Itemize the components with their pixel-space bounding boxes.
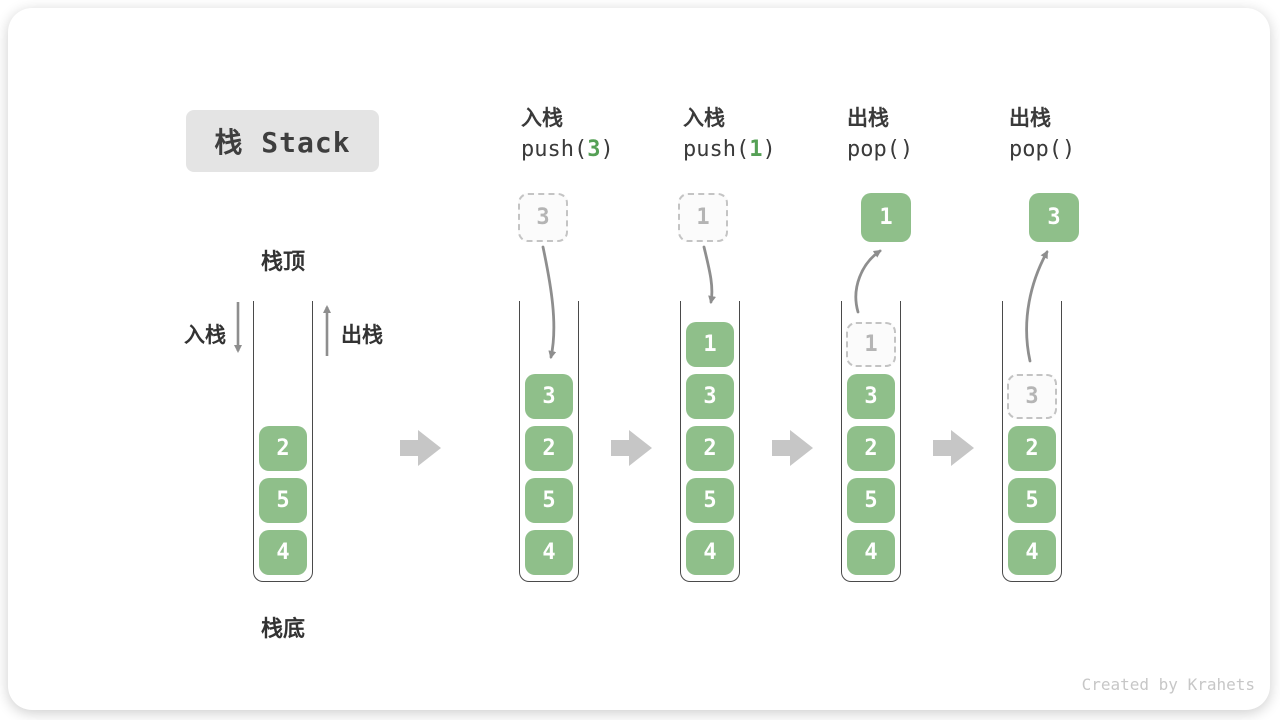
- title-text: 栈 Stack: [214, 126, 351, 159]
- stack-cell: 2: [525, 426, 573, 471]
- stack-state-after-push-1: 1 3 2 5 4: [680, 301, 740, 582]
- stack-cell: 3: [525, 374, 573, 419]
- popped-element-box: 1: [861, 193, 911, 242]
- stack-state-initial: 2 5 4: [253, 301, 313, 582]
- watermark: Created by Krahets: [1081, 675, 1255, 694]
- stack-cell: 4: [686, 530, 734, 575]
- operation-code: pop(): [1009, 133, 1159, 167]
- code-prefix: pop(: [847, 137, 900, 162]
- stack-cell: 2: [847, 426, 895, 471]
- operation-pop-1: 出栈 pop(): [847, 103, 997, 167]
- label-pop-side: 出栈: [341, 323, 383, 347]
- code-suffix: ): [762, 137, 776, 162]
- operation-pop-3: 出栈 pop(): [1009, 103, 1159, 167]
- stack-cell: 2: [686, 426, 734, 471]
- stack-state-after-pop-1: 1 3 2 5 4: [841, 301, 901, 582]
- operation-code: push(3): [521, 133, 671, 167]
- stack-state-after-pop-3: 3 2 5 4: [1002, 301, 1062, 582]
- operation-cn-label: 入栈: [683, 106, 725, 130]
- code-suffix: ): [600, 137, 614, 162]
- code-prefix: push(: [683, 137, 750, 162]
- stack-cell-ghost: 1: [846, 322, 896, 367]
- stack-cell: 5: [1008, 478, 1056, 523]
- stack-cell: 1: [686, 322, 734, 367]
- stack-cell: 3: [847, 374, 895, 419]
- operation-cn-label: 出栈: [1009, 106, 1051, 130]
- code-arg: 3: [587, 137, 601, 162]
- operation-code: push(1): [683, 133, 833, 167]
- code-prefix: pop(: [1009, 137, 1062, 162]
- operation-code: pop(): [847, 133, 997, 167]
- stack-cell: 5: [686, 478, 734, 523]
- operation-push-1: 入栈 push(1): [683, 103, 833, 167]
- incoming-element-box: 3: [518, 193, 568, 242]
- stack-cell: 5: [525, 478, 573, 523]
- stack-cell: 2: [259, 426, 307, 471]
- stack-cell: 4: [847, 530, 895, 575]
- popped-element-box: 3: [1029, 193, 1079, 242]
- operation-cn-label: 入栈: [521, 106, 563, 130]
- stack-cell: 4: [259, 530, 307, 575]
- incoming-element-box: 1: [678, 193, 728, 242]
- stack-cell: 4: [525, 530, 573, 575]
- label-push-side: 入栈: [184, 323, 226, 347]
- stack-cell: 5: [847, 478, 895, 523]
- code-suffix: ): [1061, 137, 1076, 162]
- title-badge: 栈 Stack: [186, 110, 379, 172]
- label-stack-bottom: 栈底: [260, 617, 305, 642]
- stack-cell: 4: [1008, 530, 1056, 575]
- operation-push-3: 入栈 push(3): [521, 103, 671, 167]
- code-suffix: ): [899, 137, 914, 162]
- stack-cell: 3: [686, 374, 734, 419]
- code-prefix: push(: [521, 137, 588, 162]
- stack-cell: 2: [1008, 426, 1056, 471]
- stack-cell: 5: [259, 478, 307, 523]
- code-arg: 1: [749, 137, 763, 162]
- label-stack-top: 栈顶: [260, 250, 305, 275]
- stack-state-after-push-3: 3 2 5 4: [519, 301, 579, 582]
- operation-cn-label: 出栈: [847, 106, 889, 130]
- stack-cell-ghost: 3: [1007, 374, 1057, 419]
